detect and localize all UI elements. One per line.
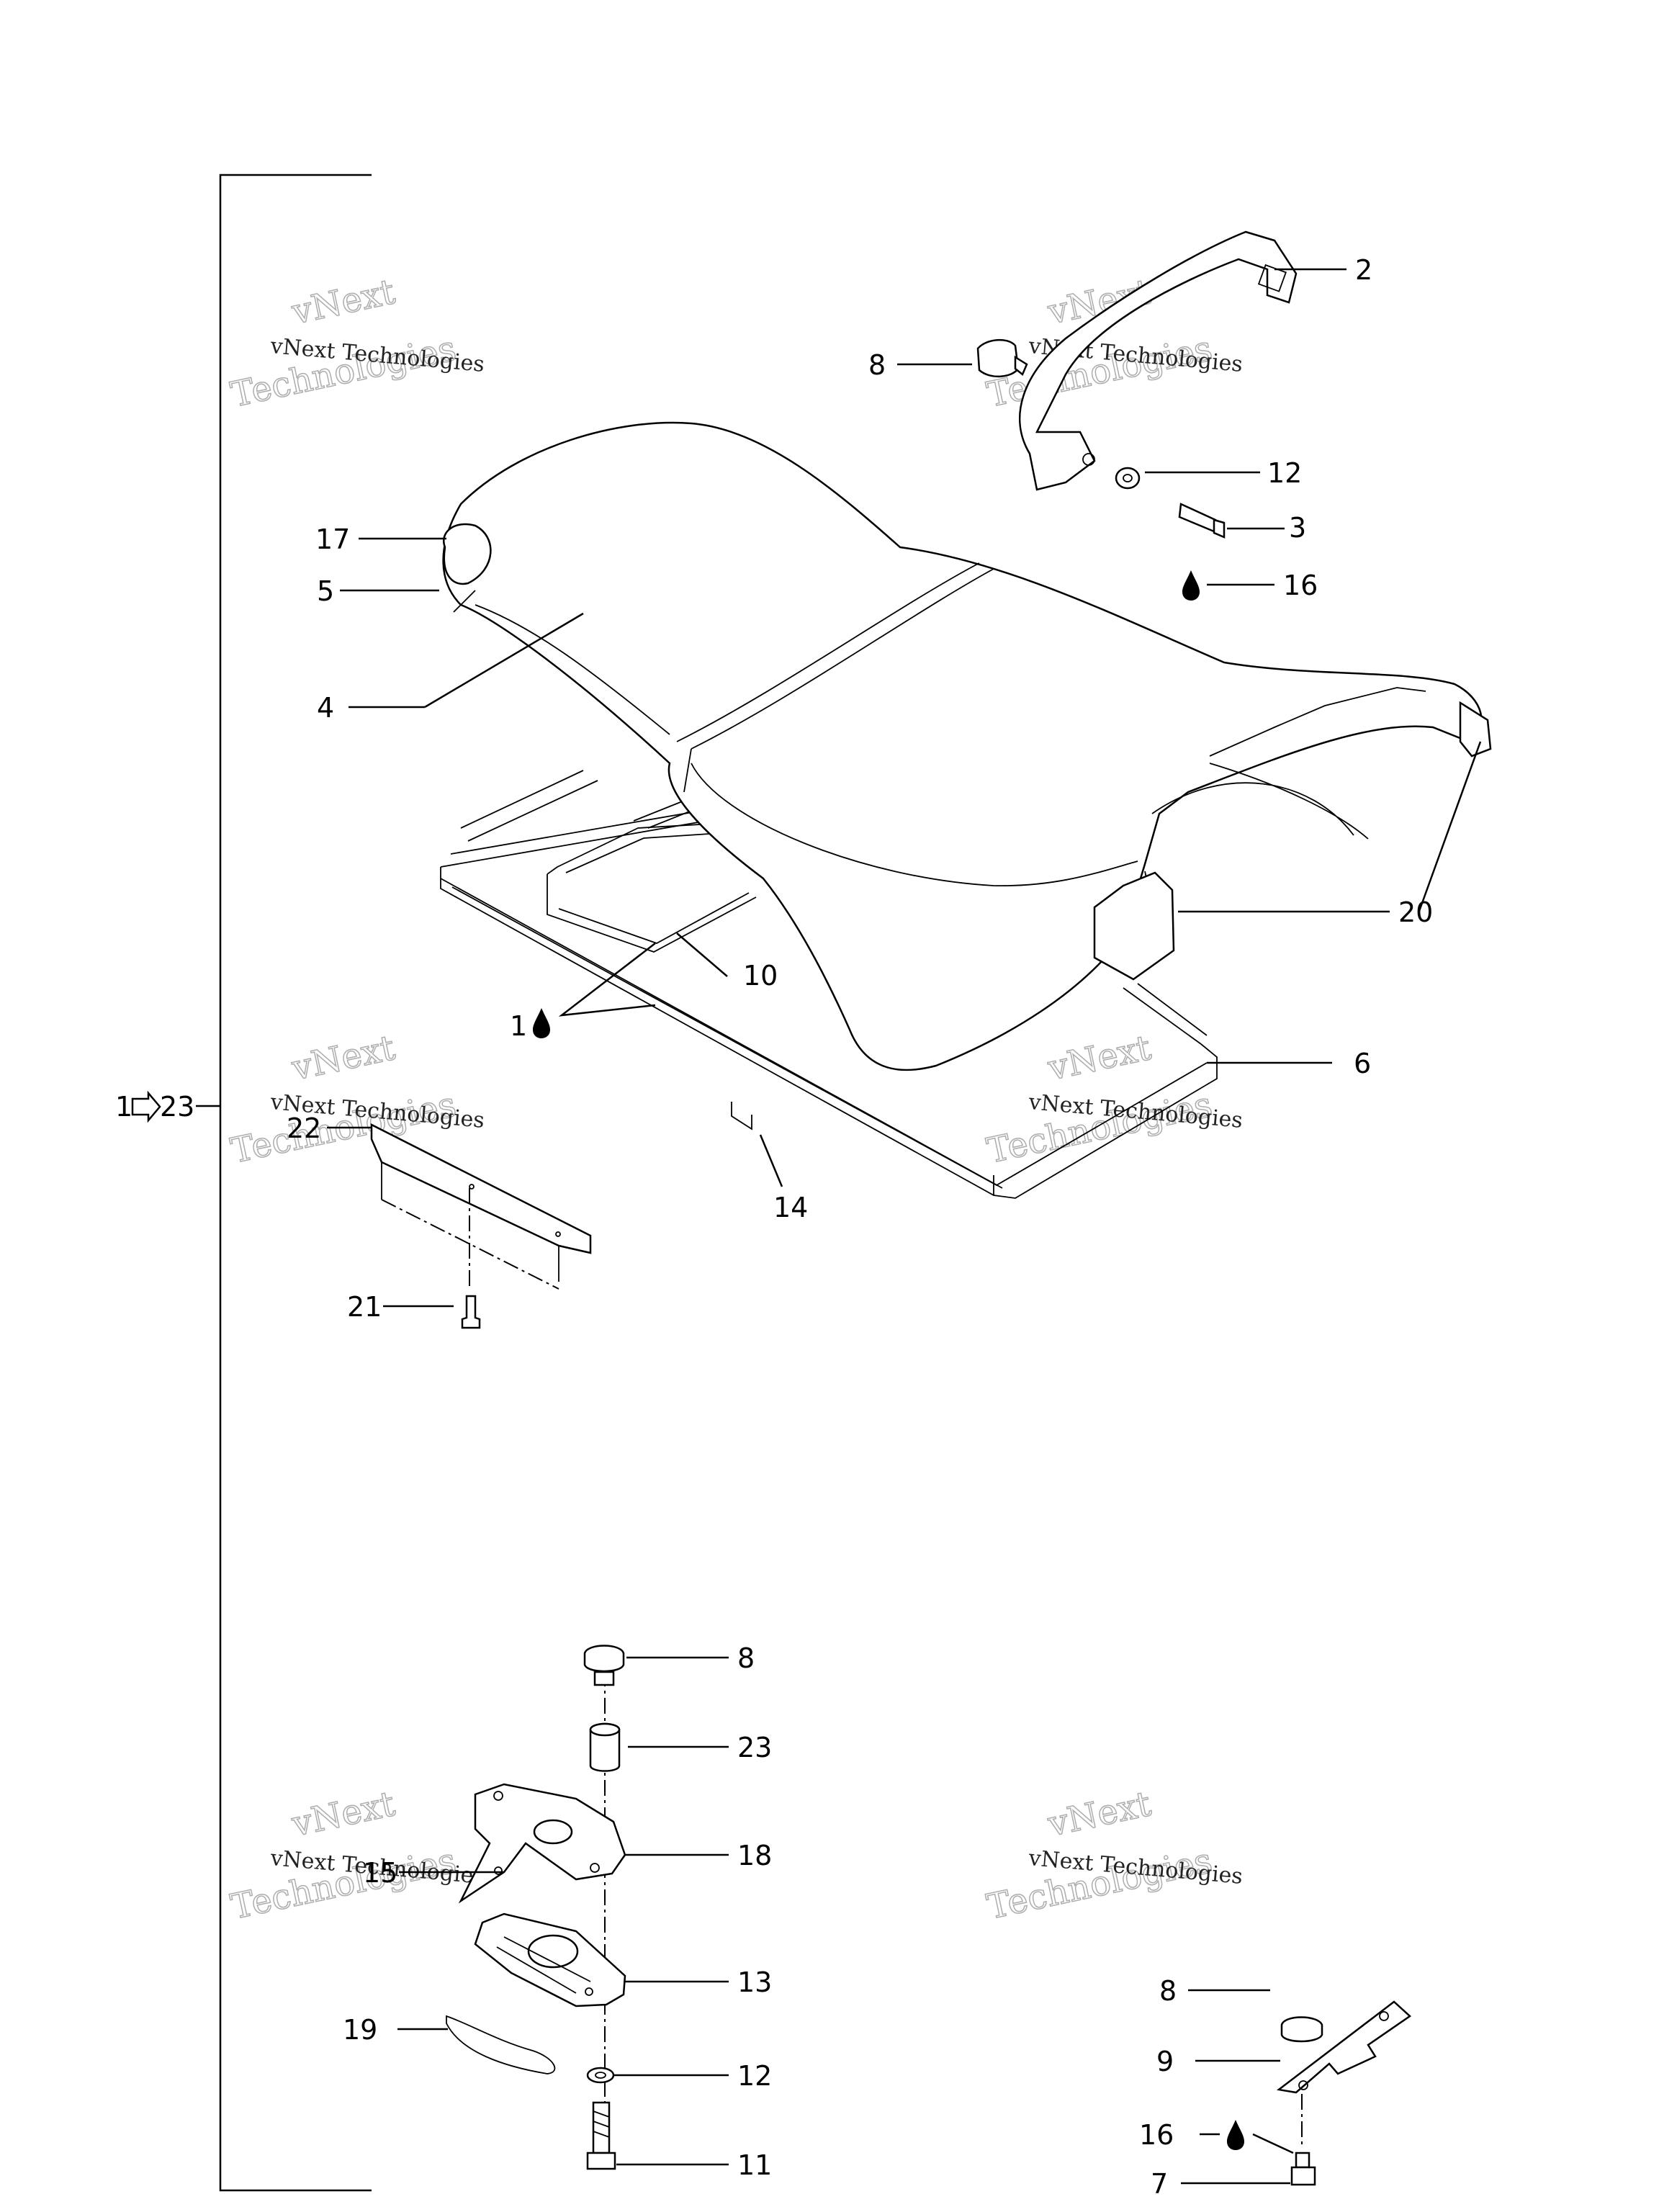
watermark-4: vNext Technologies vNext Technologies (983, 1027, 1244, 1172)
svg-text:vNext: vNext (1044, 1784, 1154, 1845)
pad-part-upper (1459, 701, 1492, 757)
plate-part (370, 1123, 592, 1290)
svg-text:vNext: vNext (288, 1784, 398, 1845)
callout-6: 6 (1354, 1048, 1371, 1079)
receptacle-part (474, 1912, 626, 2008)
callout-14: 14 (773, 1192, 808, 1223)
watermark-6: vNext Technologies vNext Technologies (983, 1783, 1244, 1928)
callout-12: 12 (1267, 457, 1302, 489)
callout-20: 20 (1398, 896, 1433, 928)
callout-16: 16 (1283, 570, 1318, 601)
drop-icon (533, 1008, 550, 1038)
bolt-part (1178, 503, 1226, 539)
washer-part (1115, 467, 1141, 490)
callout-2: 2 (1355, 254, 1372, 286)
knob-part-right (1280, 2016, 1323, 2043)
watermark-5: vNext Technologies vNext Technologies (227, 1783, 485, 1928)
callout-8: 8 (737, 1642, 755, 1674)
callout-19: 19 (343, 2014, 377, 2046)
pad-part-lower (1093, 871, 1175, 981)
washer-part-lower (586, 2067, 615, 2084)
spacer-part (589, 1722, 621, 1772)
group-label-start: 1 (115, 1091, 132, 1123)
callout-10: 10 (743, 960, 778, 992)
bolt-part-right (1290, 2152, 1316, 2186)
clip-part (731, 1102, 752, 1130)
callout-7: 7 (1151, 2168, 1168, 2200)
callout-12: 12 (737, 2060, 772, 2092)
callout-15: 15 (363, 1857, 397, 1889)
callout-8: 8 (868, 349, 886, 381)
bracket-part (1276, 2000, 1412, 2094)
callout-11: 11 (737, 2149, 772, 2181)
bumper-part (443, 523, 492, 613)
arrow-right-icon (131, 1090, 161, 1123)
callout-16: 16 (1139, 2119, 1174, 2151)
callout-22: 22 (287, 1112, 321, 1144)
callout-23: 23 (737, 1732, 772, 1763)
seat-part (442, 421, 1483, 1071)
drop-icon (1227, 2120, 1244, 2150)
callout-21: 21 (347, 1291, 382, 1323)
callout-9: 9 (1156, 2046, 1174, 2077)
bolt-part-lower (586, 2101, 616, 2170)
inner-frame-part (547, 797, 757, 953)
frame-part (440, 770, 1218, 1199)
group-label: 1 23 (115, 1090, 194, 1123)
cable-part (446, 2015, 556, 2074)
callout-13: 13 (737, 1966, 772, 1998)
callout-17: 17 (315, 523, 350, 555)
knob-part (976, 338, 1028, 378)
callout-1: 1 (510, 1010, 527, 1042)
svg-text:vNext: vNext (1044, 1028, 1154, 1089)
svg-text:vNext: vNext (288, 271, 398, 333)
latch-part (458, 1783, 626, 1904)
callout-5: 5 (317, 575, 334, 607)
grab-handle-part (1019, 230, 1298, 491)
screw-part (461, 1295, 481, 1329)
knob-part-lower (583, 1645, 625, 1686)
group-bracket (196, 174, 372, 2192)
watermark-3: vNext Technologies vNext Technologies (227, 1027, 485, 1172)
watermark-1: vNext Technologies vNext Technologies (227, 271, 485, 415)
leader-lines (327, 268, 1482, 2185)
callout-3: 3 (1289, 512, 1306, 544)
callout-4: 4 (317, 692, 334, 724)
svg-text:vNext: vNext (288, 1028, 398, 1089)
group-label-end: 23 (160, 1091, 194, 1123)
callout-8: 8 (1159, 1975, 1177, 2007)
callout-18: 18 (737, 1840, 772, 1871)
drop-icon (1182, 570, 1200, 601)
watermark-2: vNext Technologies vNext Technologies (983, 271, 1244, 415)
